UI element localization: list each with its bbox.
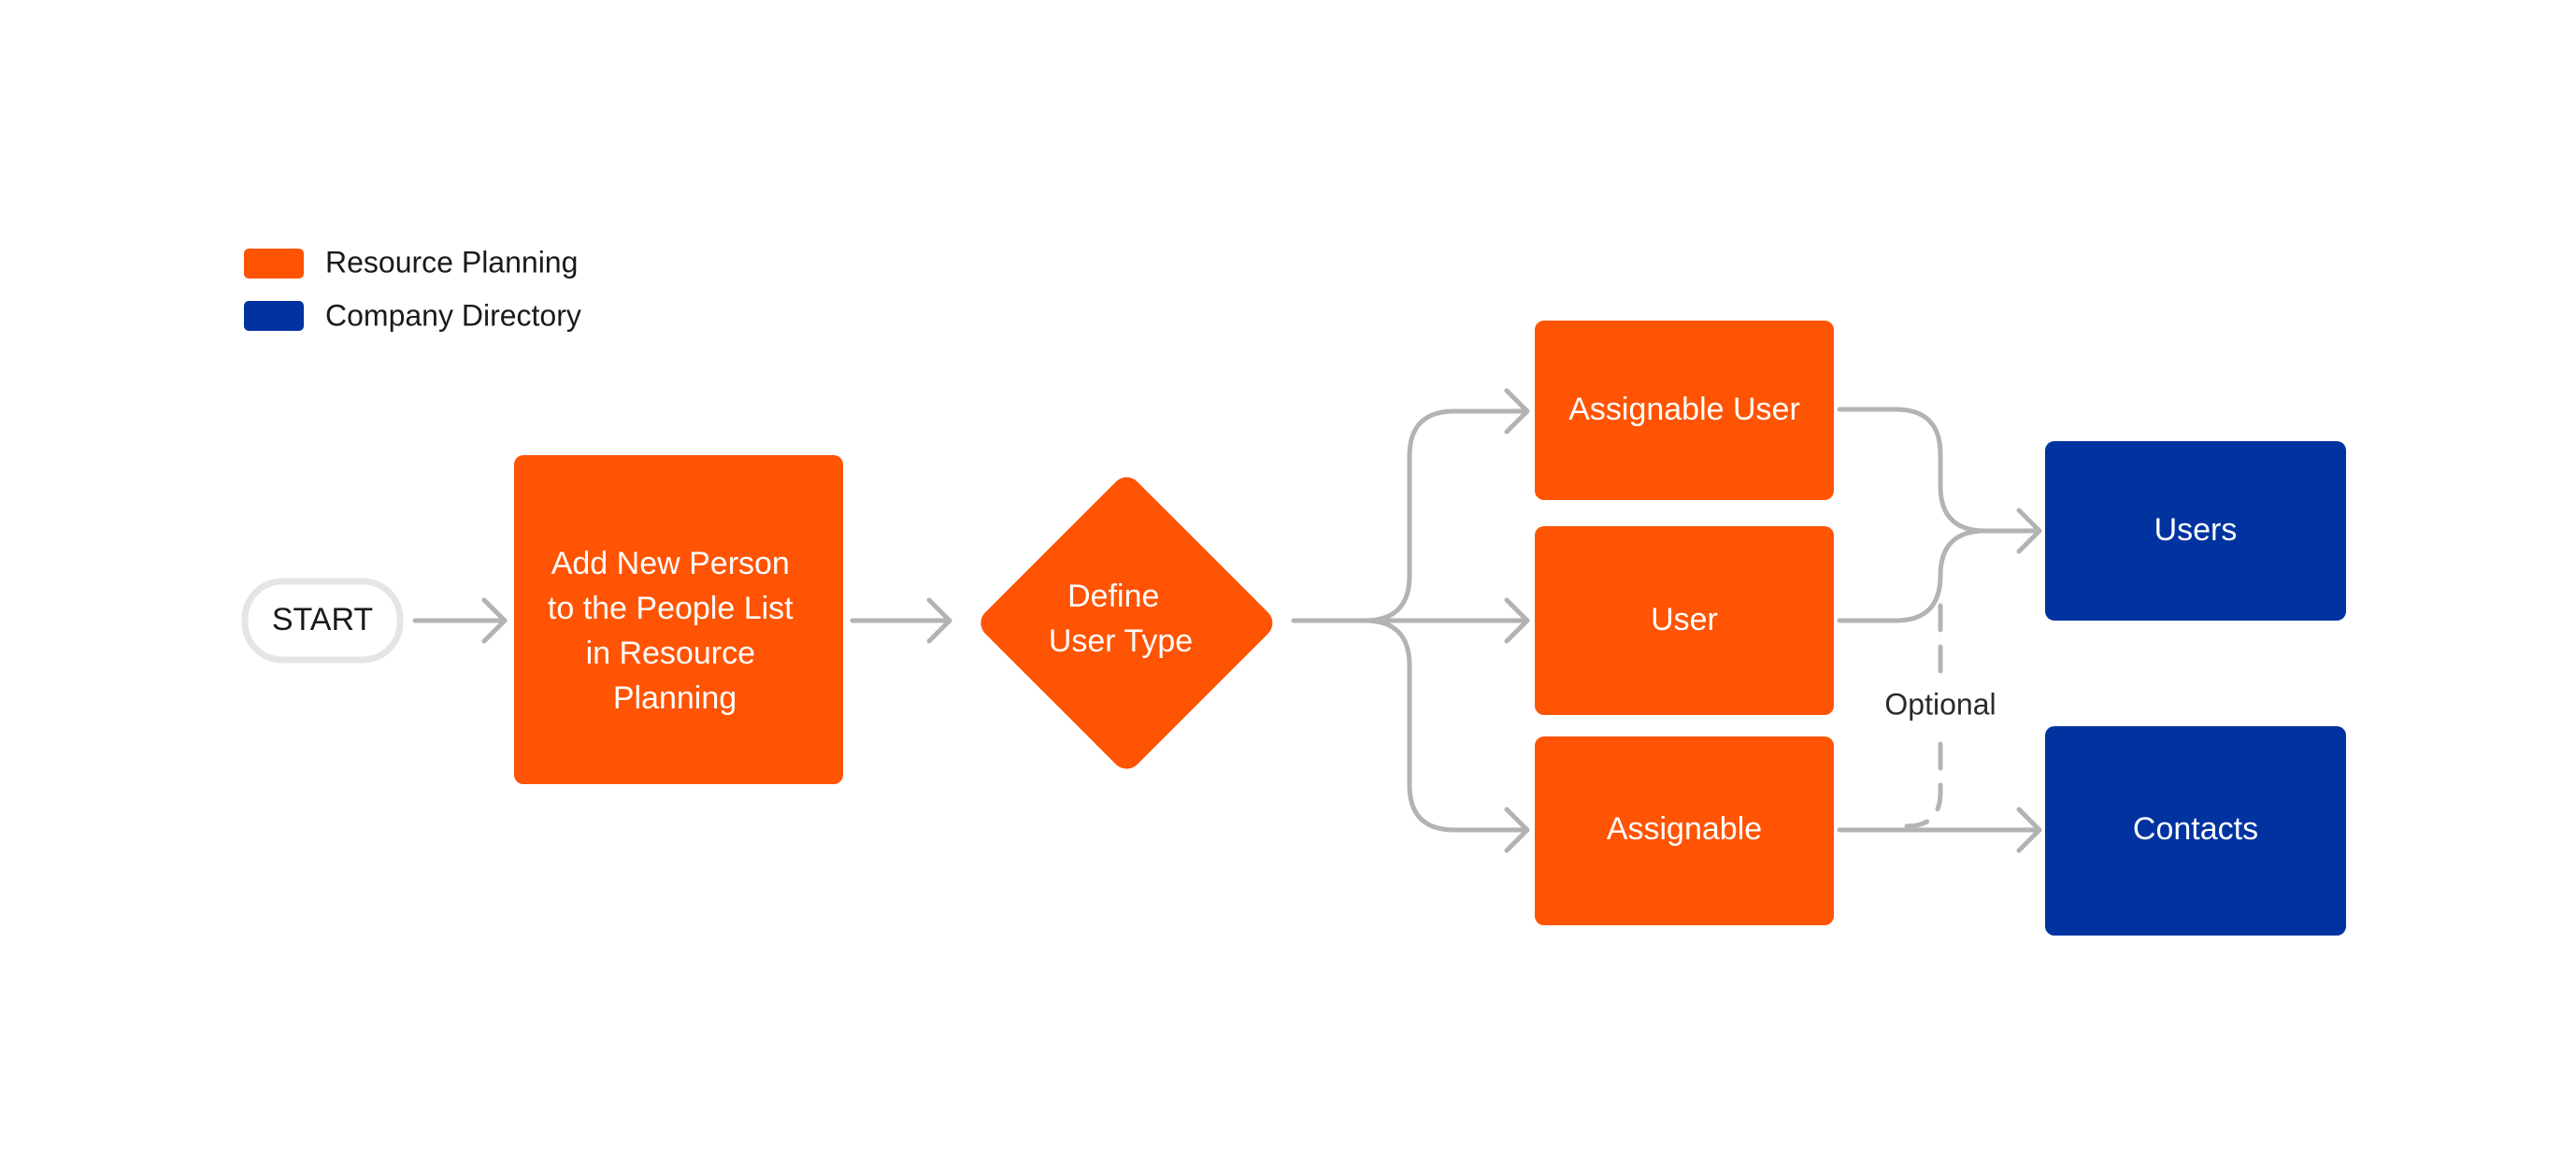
- users-box: [2045, 441, 2346, 621]
- users-node: Users: [2045, 441, 2346, 621]
- edge-user-to-users: [1837, 528, 1988, 623]
- start-pill: [241, 578, 404, 664]
- assignable-label: Assignable: [1607, 811, 1762, 847]
- add-person-label: Add New Person to the People List in Res…: [548, 537, 802, 716]
- arrowhead-assignable: [1504, 807, 1530, 853]
- assignable-user-label: Assignable User: [1568, 392, 1800, 427]
- edge-assignable-user-to-users: [1837, 407, 2042, 534]
- contacts-box: [2045, 726, 2346, 936]
- edge-optional-assignable-to-users-lower: [1904, 741, 1943, 829]
- assignable-user-node: Assignable User: [1535, 321, 1834, 500]
- user-label: User: [1651, 602, 1718, 637]
- legend-label-company-directory: Company Directory: [325, 298, 581, 332]
- add-person-label-line-2: to the People List: [548, 591, 794, 626]
- edge-define-to-assignable: [1362, 618, 1530, 833]
- user-box: [1535, 526, 1834, 715]
- define-label-line-2: User Type: [1049, 623, 1193, 659]
- legend-swatch-company-directory: [244, 301, 304, 331]
- define-user-type-node: Define User Type: [980, 477, 1273, 769]
- users-label: Users: [2154, 512, 2238, 548]
- arrowhead-users: [2016, 507, 2042, 554]
- edge-define-to-assignable-user: [1362, 408, 1530, 623]
- contacts-label: Contacts: [2133, 811, 2258, 847]
- assignable-user-box: [1535, 321, 1834, 500]
- define-label-line-1: Define: [1067, 579, 1159, 614]
- legend: Resource Planning Company Directory: [244, 245, 581, 332]
- start-node: START: [241, 578, 404, 664]
- add-person-node: Add New Person to the People List in Res…: [514, 455, 843, 784]
- arrowhead-user: [1504, 597, 1530, 644]
- define-label: Define User Type: [1049, 570, 1193, 659]
- contacts-node: Contacts: [2045, 726, 2346, 936]
- user-node: User: [1535, 526, 1834, 715]
- arrowhead-add-person: [481, 597, 508, 644]
- assignable-node: Assignable: [1535, 736, 1834, 925]
- connectors: Optional: [412, 388, 2042, 853]
- add-person-box: [514, 455, 843, 784]
- legend-label-resource-planning: Resource Planning: [325, 245, 578, 279]
- arrowhead-define: [926, 597, 952, 644]
- define-diamond: [980, 477, 1273, 769]
- assignable-box: [1535, 736, 1834, 925]
- legend-swatch-resource-planning: [244, 249, 304, 279]
- add-person-label-line-4: Planning: [613, 680, 737, 716]
- arrowhead-contacts: [2016, 807, 2042, 853]
- arrowhead-assignable-user: [1504, 388, 1530, 435]
- add-person-label-line-3: in Resource: [586, 636, 755, 671]
- start-label: START: [272, 602, 373, 637]
- add-person-label-line-1: Add New Person: [551, 546, 790, 581]
- optional-label: Optional: [1884, 687, 1996, 721]
